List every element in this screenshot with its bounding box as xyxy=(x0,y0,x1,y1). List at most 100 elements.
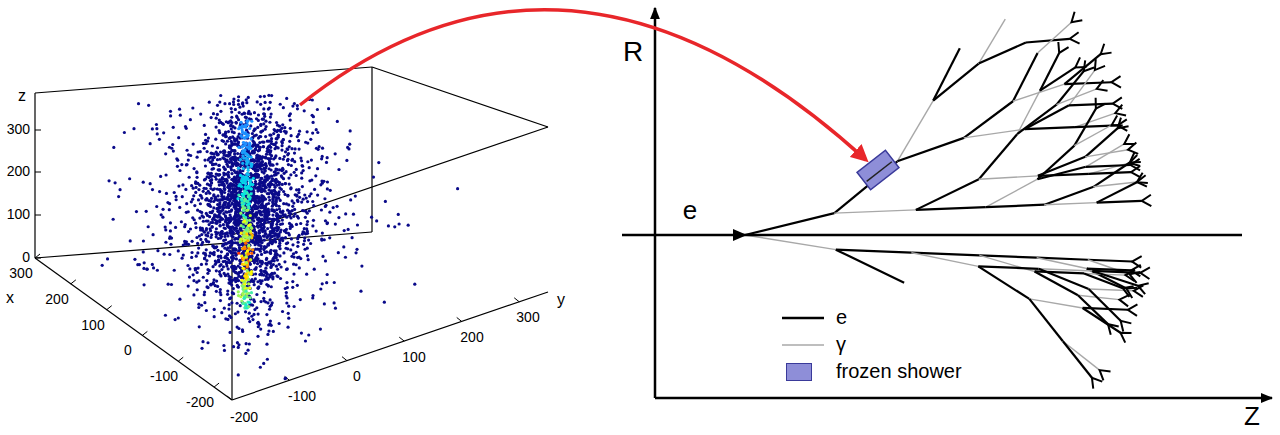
scatter-point xyxy=(137,102,140,105)
scatter-point xyxy=(285,216,288,219)
scatter-point xyxy=(280,149,283,152)
scatter-point xyxy=(289,212,292,215)
scatter-point xyxy=(297,217,300,220)
scatter-point xyxy=(206,140,209,143)
scatter-point xyxy=(270,112,273,115)
scatter-point xyxy=(354,194,357,197)
scatter-point xyxy=(296,104,299,107)
scatter-point xyxy=(160,213,163,216)
scatter-point xyxy=(274,238,277,241)
scatter-point xyxy=(214,138,217,141)
scatter-point xyxy=(344,212,347,215)
scatter-point xyxy=(456,187,459,190)
scatter-point xyxy=(225,211,228,214)
scatter-point xyxy=(223,191,226,194)
scatter-point xyxy=(194,191,197,194)
scatter-point xyxy=(211,221,214,224)
scatter-point xyxy=(320,238,323,241)
scatter-point xyxy=(221,133,224,136)
scatter-point xyxy=(239,304,242,307)
axis-tick xyxy=(142,331,147,335)
scatter-point xyxy=(223,272,226,275)
scatter-point xyxy=(227,307,230,310)
scatter-point xyxy=(266,333,269,336)
scatter-point xyxy=(254,127,257,130)
scatter-point xyxy=(283,260,286,263)
scatter-point xyxy=(227,174,230,177)
scatter-point xyxy=(101,264,104,267)
scatter-point xyxy=(298,256,301,259)
scatter-point xyxy=(164,173,167,176)
scatter-point xyxy=(289,186,292,189)
scatter-point xyxy=(280,265,283,268)
scatter-point xyxy=(266,227,269,230)
scatter-point xyxy=(185,149,188,152)
scatter-point xyxy=(291,243,294,246)
scatter-point xyxy=(215,117,218,120)
scatter-point xyxy=(276,226,279,229)
scatter-point xyxy=(255,293,258,296)
scatter-point xyxy=(230,301,233,304)
scatter-point xyxy=(326,180,329,183)
axis-tick xyxy=(35,254,40,258)
scatter-point xyxy=(397,222,400,225)
scatter-point xyxy=(213,308,216,311)
scatter-point xyxy=(303,109,306,112)
scatter-point xyxy=(269,115,272,118)
scatter-point xyxy=(311,131,314,134)
plot-box xyxy=(35,67,548,400)
scatter-point xyxy=(281,168,284,171)
scatter-point xyxy=(262,122,265,125)
scatter-point xyxy=(223,235,226,238)
axis-tick xyxy=(342,357,347,361)
scatter-point xyxy=(263,95,266,98)
scatter-point xyxy=(228,137,231,140)
scatter-point xyxy=(253,141,256,144)
scatter-point xyxy=(275,162,278,165)
scatter-point xyxy=(342,245,345,248)
scatter-point xyxy=(324,259,327,262)
scatter-point xyxy=(377,161,380,164)
scatter-point xyxy=(281,167,284,170)
scatter-point xyxy=(208,203,211,206)
scatter-point xyxy=(223,187,226,190)
scatter-point xyxy=(209,187,212,190)
scatter-point xyxy=(262,248,265,251)
scatter-point xyxy=(413,283,416,286)
box-edge xyxy=(371,67,372,232)
scatter-point xyxy=(258,135,261,138)
scatter-point xyxy=(205,309,208,312)
scatter-point xyxy=(222,123,225,126)
scatter-point xyxy=(210,152,213,155)
scatter-point xyxy=(264,278,267,281)
scatter-point xyxy=(237,373,240,376)
scatter-point xyxy=(197,246,200,249)
scatter-point xyxy=(200,347,203,350)
scatter-point xyxy=(178,298,181,301)
scatter-point xyxy=(234,212,237,215)
scatter-point xyxy=(196,242,199,245)
scatter-point xyxy=(306,254,309,257)
axis-tick xyxy=(35,215,41,216)
scatter-point xyxy=(319,183,322,186)
axis-tick xyxy=(178,357,183,361)
scatter-point xyxy=(255,134,258,137)
scatter-point xyxy=(270,94,273,97)
scatter-point xyxy=(248,312,251,315)
scatter-point xyxy=(251,150,254,153)
scatter-point xyxy=(237,118,240,121)
scatter-point xyxy=(190,256,193,259)
scatter-point xyxy=(221,122,224,125)
scatter-point xyxy=(309,192,312,195)
scatter-point xyxy=(320,238,323,241)
scatter-point xyxy=(193,204,196,207)
scatter-point xyxy=(169,114,172,117)
scatter-point xyxy=(233,169,236,172)
scatter-point xyxy=(204,252,207,255)
scatter-point xyxy=(297,133,300,136)
scatter-point xyxy=(224,142,227,145)
scatter-point xyxy=(223,349,226,352)
scatter-point xyxy=(197,198,200,201)
scatter-point xyxy=(255,306,258,309)
scatter-point xyxy=(325,281,328,284)
